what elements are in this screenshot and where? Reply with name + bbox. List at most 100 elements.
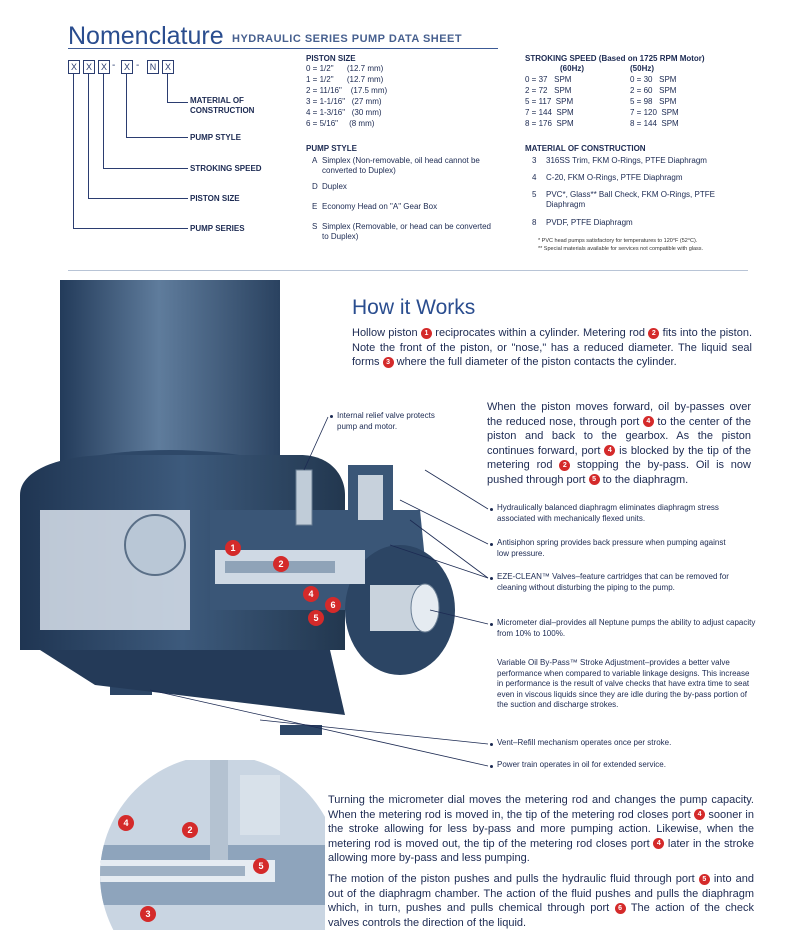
marker-5: 5 [308, 610, 324, 626]
section-divider [68, 270, 748, 271]
speed-50-row: 5 = 98 SPM [630, 97, 677, 106]
p3-text: later in the stroke allowing more by-pas… [328, 837, 754, 865]
page-title: Nomenclature [68, 22, 224, 50]
bracket-line [126, 74, 188, 138]
speed-50-row: 7 = 120 SPM [630, 108, 679, 117]
inline-marker-4: 4 [694, 809, 706, 821]
p1-text: Hollow piston [352, 327, 418, 339]
bracket-line [167, 74, 188, 103]
piston-size-row: 0 = 1/2" (12.7 mm) [306, 64, 384, 73]
pump-style-heading: PUMP STYLE [306, 144, 357, 153]
speed-50-row: 8 = 144 SPM [630, 119, 679, 128]
piston-size-row: 1 = 1/2" (12.7 mm) [306, 75, 384, 84]
p3-text: Turning the micrometer dial moves the me… [328, 794, 754, 821]
code-box: X [98, 60, 110, 74]
col-60hz: (60Hz) [560, 64, 585, 73]
how-it-works-title: How it Works [352, 296, 476, 319]
paragraph-2: When the piston moves forward, oil by-pa… [487, 400, 751, 487]
inset-marker-2: 2 [182, 822, 198, 838]
bracket-line [103, 74, 188, 169]
speed-60-row: 7 = 144 SPM [525, 108, 574, 117]
marker-1: 1 [225, 540, 241, 556]
callout-relief-valve: Internal relief valve protects pump and … [337, 411, 435, 431]
inline-marker-4: 4 [653, 838, 665, 850]
code-box: X [83, 60, 95, 74]
material-code: 5 [532, 190, 537, 199]
piston-size-heading: PISTON SIZE [306, 54, 356, 63]
p2-text: is blocked by the tip of the metering ro… [487, 444, 752, 472]
speed-60-row: 8 = 176 SPM [525, 119, 574, 128]
material-text: C-20, FKM O-Rings, PTFE Diaphragm [546, 173, 683, 182]
p1-text: reciprocates within a cylinder. Metering… [435, 327, 646, 339]
paragraph-1: Hollow piston 1 reciprocates within a cy… [352, 326, 752, 370]
dash: - [112, 60, 116, 71]
pump-style-text: Duplex [322, 182, 347, 191]
speed-50-row: 0 = 30 SPM [630, 75, 677, 84]
code-box: X [162, 60, 174, 74]
material-code: 3 [532, 156, 537, 165]
pump-style-text: Simplex (Removable, or head can be conve… [322, 222, 491, 241]
paragraph-4: The motion of the piston pushes and pull… [328, 872, 754, 930]
material-code: 4 [532, 173, 537, 182]
bullet [490, 577, 493, 580]
paragraph-3: Turning the micrometer dial moves the me… [328, 793, 754, 866]
callout-micrometer: Micrometer dial–provides all Neptune pum… [497, 618, 756, 638]
piston-size-row: 4 = 1-3/16" (30 mm) [306, 108, 382, 117]
inset-marker-3: 3 [140, 906, 156, 922]
bracket-line [88, 74, 188, 199]
pump-style-code: A [312, 156, 318, 165]
inset-marker-4: 4 [118, 815, 134, 831]
inline-marker-1: 1 [420, 327, 432, 339]
label-pump-style: PUMP STYLE [190, 133, 241, 142]
inline-marker-5: 5 [698, 873, 710, 885]
material-code: 8 [532, 218, 537, 227]
p4-text: The motion of the piston pushes and pull… [328, 873, 695, 885]
speed-60-row: 2 = 72 SPM [525, 86, 572, 95]
bracket-line [73, 74, 188, 229]
p2-text: stopping the by-pass. Oil is now pushed … [487, 459, 751, 486]
callout-diaphragm: Hydraulically balanced diaphragm elimina… [497, 503, 719, 523]
pump-style-code: D [312, 182, 318, 191]
p1-text: fits into the piston. Note the front of … [352, 327, 753, 368]
speed-60-row: 0 = 37 SPM [525, 75, 572, 84]
label-material: MATERIAL OF CONSTRUCTION [190, 96, 255, 115]
bullet [330, 415, 333, 418]
p2-text: When the piston moves forward, oil by-pa… [487, 401, 751, 428]
inline-marker-5: 5 [588, 474, 600, 486]
material-note: * PVC head pumps satisfactory for temper… [538, 238, 698, 244]
material-heading: MATERIAL OF CONSTRUCTION [525, 144, 646, 153]
material-note: ** Special materials available for servi… [538, 246, 704, 252]
inline-marker-2: 2 [648, 327, 660, 339]
p2-text: to the center of the piston and back to … [487, 415, 751, 457]
metering-rod-detail-inset [100, 760, 325, 930]
piston-size-row: 6 = 5/16" (8 mm) [306, 119, 375, 128]
pump-style-text: Simplex (Non-removable, oil head cannot … [322, 156, 480, 175]
inline-marker-4: 4 [604, 445, 616, 457]
bullet [490, 543, 493, 546]
bullet [490, 743, 493, 746]
callout-vent-refill: Vent–Refill mechanism operates once per … [497, 738, 672, 747]
material-text: PVDF, PTFE Diaphragm [546, 218, 633, 227]
code-box: X [68, 60, 80, 74]
label-stroking-speed: STROKING SPEED [190, 164, 262, 173]
speed-60-row: 5 = 117 SPM [525, 97, 574, 106]
page-subtitle: HYDRAULIC SERIES PUMP DATA SHEET [232, 33, 463, 45]
p3-text: sooner in the stroke allowing for less b… [328, 808, 754, 850]
p1-text: where the full diameter of the piston co… [396, 356, 677, 368]
marker-4: 4 [303, 586, 319, 602]
inset-marker-5: 5 [253, 858, 269, 874]
piston-size-row: 3 = 1-1/16" (27 mm) [306, 97, 382, 106]
speed-50-row: 2 = 60 SPM [630, 86, 677, 95]
p4-text: The action of the check valves controls … [328, 902, 754, 929]
marker-2: 2 [273, 556, 289, 572]
inline-marker-6: 6 [614, 902, 626, 914]
code-box: X [121, 60, 133, 74]
label-pump-series: PUMP SERIES [190, 224, 245, 233]
pump-style-code: E [312, 202, 318, 211]
piston-size-row: 2 = 11/16" (17.5 mm) [306, 86, 388, 95]
callout-power-train: Power train operates in oil for extended… [497, 760, 666, 769]
p4-text: into and out of the diaphragm chamber. T… [328, 873, 754, 914]
material-text: PVC*, Glass** Ball Check, FKM O-Rings, P… [546, 190, 715, 209]
bullet [490, 508, 493, 511]
